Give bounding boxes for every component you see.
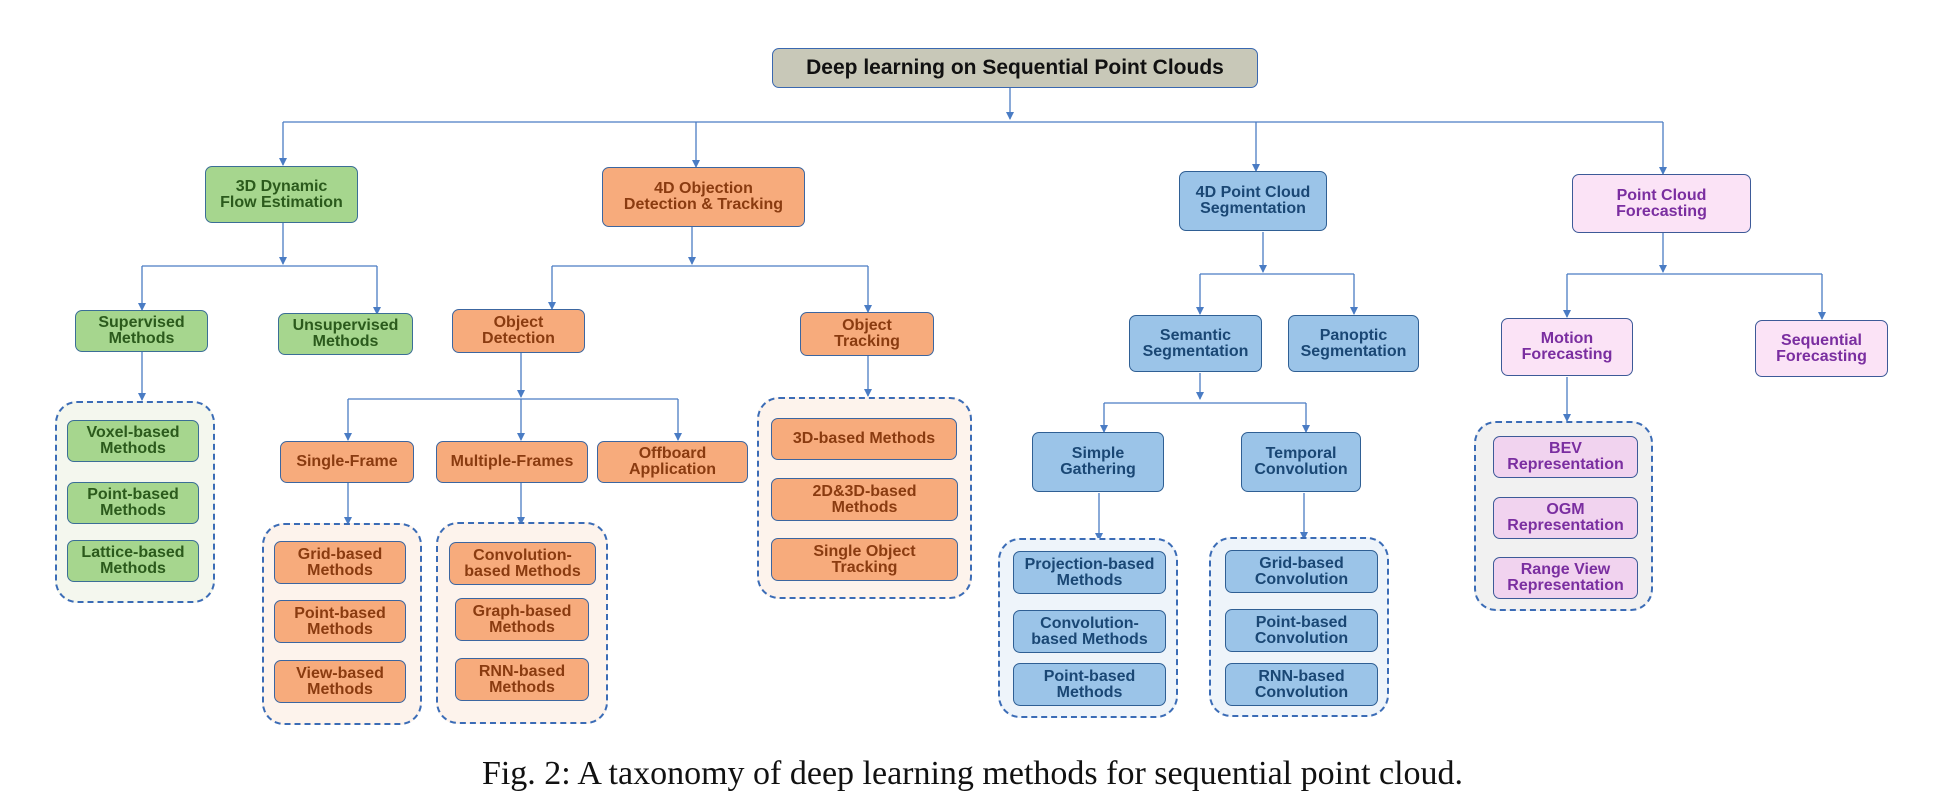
root-node: Deep learning on Sequential Point Clouds: [772, 48, 1258, 88]
point-based-methods-node: Point-based Methods: [274, 600, 406, 643]
ogm-representation-node: OGM Representation: [1493, 497, 1638, 539]
2d-3d-based-methods-node: 2D&3D-based Methods: [771, 478, 958, 521]
panoptic-segmentation-node: Panoptic Segmentation: [1288, 315, 1419, 372]
offboard-application-node: Offboard Application: [597, 441, 748, 483]
object-detection-node: Object Detection: [452, 309, 585, 353]
single-object-tracking-node: Single Object Tracking: [771, 538, 958, 581]
flow-estimation-node: 3D Dynamic Flow Estimation: [205, 166, 358, 223]
motion-forecasting-node: Motion Forecasting: [1501, 318, 1633, 376]
grid-based-methods-node: Grid-based Methods: [274, 541, 406, 584]
multiple-frames-node: Multiple-Frames: [436, 441, 588, 483]
convolution-based-methods-node: Convolution- based Methods: [449, 542, 596, 585]
3d-based-methods-node: 3D-based Methods: [771, 418, 957, 460]
simple-gathering-node: Simple Gathering: [1032, 432, 1164, 492]
sequential-forecasting-node: Sequential Forecasting: [1755, 320, 1888, 377]
supervised-methods-node: Supervised Methods: [75, 310, 208, 352]
figure-caption: Fig. 2: A taxonomy of deep learning meth…: [481, 755, 1464, 792]
graph-based-methods-node: Graph-based Methods: [455, 598, 589, 641]
detection-tracking-node: 4D Objection Detection & Tracking: [602, 167, 805, 227]
point-based-methods-node: Point-based Methods: [1013, 663, 1166, 706]
range-view-representation-node: Range View Representation: [1493, 557, 1638, 599]
temporal-convolution-node: Temporal Convolution: [1241, 432, 1361, 492]
voxel-based-methods-node: Voxel-based Methods: [67, 420, 199, 462]
point-based-convolution-node: Point-based Convolution: [1225, 609, 1378, 652]
point-cloud-forecasting-node: Point Cloud Forecasting: [1572, 174, 1751, 233]
rnn-based-convolution-node: RNN-based Convolution: [1225, 663, 1378, 706]
convolution-based-methods-node: Convolution- based Methods: [1013, 610, 1166, 653]
bev-representation-node: BEV Representation: [1493, 436, 1638, 478]
object-tracking-node: Object Tracking: [800, 312, 934, 356]
lattice-based-methods-node: Lattice-based Methods: [67, 540, 199, 582]
semantic-segmentation-node: Semantic Segmentation: [1129, 315, 1262, 372]
point-based-methods-node: Point-based Methods: [67, 482, 199, 524]
view-based-methods-node: View-based Methods: [274, 660, 406, 703]
point-cloud-segmentation-node: 4D Point Cloud Segmentation: [1179, 171, 1327, 231]
grid-based-convolution-node: Grid-based Convolution: [1225, 550, 1378, 593]
single-frame-node: Single-Frame: [280, 441, 414, 483]
rnn-based-methods-node: RNN-based Methods: [455, 658, 589, 701]
unsupervised-methods-node: Unsupervised Methods: [278, 313, 413, 355]
projection-based-methods-node: Projection-based Methods: [1013, 551, 1166, 594]
